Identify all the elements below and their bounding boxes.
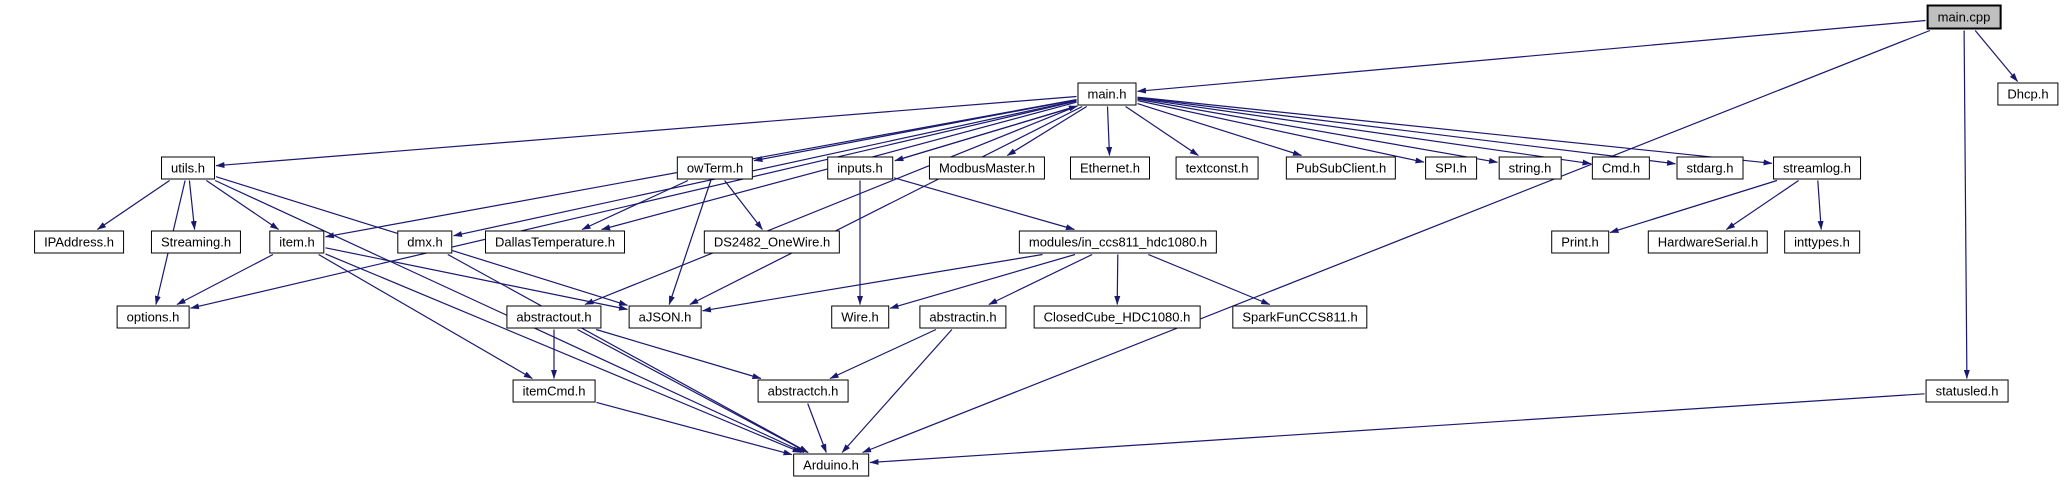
edge-main_h-to-string_h [1137, 98, 1498, 164]
node-cmd-h[interactable]: Cmd.h [1591, 156, 1651, 180]
edge-main_h-to-dmx_h [453, 100, 1077, 237]
edge-main_h-to-modbusmaster_h [1006, 105, 1088, 157]
node-print-h[interactable]: Print.h [1551, 230, 1609, 254]
edge-main_h-to-ajson_h [689, 105, 1083, 306]
edge-abstractout_h-to-abstractch_h [595, 328, 762, 380]
node-pubsubclient-h[interactable]: PubSubClient.h [1285, 156, 1397, 180]
edge-modules_in_ccs811_hdc1080_h-to-closedcube_hdc1080_h [1114, 254, 1121, 305]
edge-utils_h-to-streaming_h [188, 180, 197, 230]
node-modbusmaster-h[interactable]: ModbusMaster.h [928, 156, 1046, 180]
edge-abstractout_h-to-arduino_h [577, 328, 809, 454]
edge-item_h-to-arduino_h [325, 253, 802, 454]
edge-modules_in_ccs811_hdc1080_h-to-wire_h [889, 253, 1076, 309]
edge-streamlog_h-to-hardwareserial_h [1725, 180, 1799, 230]
edge-main_h-to-utils_h [215, 95, 1077, 169]
node-textconst-h[interactable]: textconst.h [1175, 156, 1259, 180]
edge-item_h-to-options_h [176, 253, 274, 306]
node-wire-h[interactable]: Wire.h [831, 305, 889, 329]
node-options-h[interactable]: options.h [116, 305, 190, 329]
node-arduino-h[interactable]: Arduino.h [793, 453, 869, 477]
edge-main_h-to-textconst_h [1125, 106, 1199, 156]
edge-main_h-to-cmd_h [1137, 97, 1592, 166]
edge-modules_in_ccs811_hdc1080_h-to-abstractin_h [988, 253, 1093, 306]
edge-streamlog_h-to-print_h [1609, 179, 1778, 234]
node-main-h[interactable]: main.h [1077, 82, 1137, 106]
edge-inputs_h-to-modules_in_ccs811_hdc1080_h [893, 177, 1075, 231]
node-hardwareserial-h[interactable]: HardwareSerial.h [1647, 230, 1769, 254]
edge-modules_in_ccs811_hdc1080_h-to-sparkfunccs811_h [1148, 253, 1271, 306]
edge-owterm_h-to-dallastemperature_h [581, 179, 689, 231]
edge-itemcmd_h-to-arduino_h [596, 401, 793, 456]
node-inttypes-h[interactable]: inttypes.h [1784, 230, 1860, 254]
edge-main_cpp-to-dhcp_h [1974, 30, 2019, 82]
node-main-cpp[interactable]: main.cpp [1926, 4, 2002, 30]
edge-abstractin_h-to-arduino_h [841, 329, 953, 453]
node-itemcmd-h[interactable]: itemCmd.h [512, 379, 596, 403]
edge-main_h-to-abstractout_h [584, 105, 1077, 306]
node-abstractin-h[interactable]: abstractin.h [919, 305, 1007, 329]
node-item-h[interactable]: item.h [269, 230, 325, 254]
edge-modules_in_ccs811_hdc1080_h-to-ajson_h [702, 253, 1043, 313]
edge-main_h-to-spi_h [1137, 100, 1425, 164]
edge-streamlog_h-to-inttypes_h [1817, 180, 1824, 230]
node-ds2482-onewire-h[interactable]: DS2482_OneWire.h [703, 230, 841, 254]
node-string-h[interactable]: string.h [1498, 156, 1562, 180]
node-streamlog-h[interactable]: streamlog.h [1773, 156, 1861, 180]
node-stdarg-h[interactable]: stdarg.h [1676, 156, 1744, 180]
node-closedcube-hdc1080-h[interactable]: ClosedCube_HDC1080.h [1033, 305, 1201, 329]
node-statusled-h[interactable]: statusled.h [1925, 379, 2009, 403]
edge-main_cpp-to-arduino_h [862, 29, 1931, 454]
edge-owterm_h-to-ajson_h [668, 180, 712, 305]
node-utils-h[interactable]: utils.h [161, 156, 215, 180]
edge-main_h-to-streamlog_h [1137, 96, 1773, 166]
edge-item_h-to-itemcmd_h [318, 253, 533, 380]
node-abstractch-h[interactable]: abstractch.h [757, 379, 849, 403]
node-ipaddress-h[interactable]: IPAddress.h [34, 230, 124, 254]
edge-utils_h-to-ipaddress_h [96, 180, 170, 230]
node-ajson-h[interactable]: aJSON.h [628, 305, 702, 329]
edge-abstractin_h-to-abstractch_h [829, 328, 937, 380]
edge-main_h-to-pubsubclient_h [1137, 103, 1302, 157]
edge-main_h-to-stdarg_h [1137, 97, 1676, 166]
node-sparkfunccs811-h[interactable]: SparkFunCCS811.h [1232, 305, 1368, 329]
edge-statusled_h-to-arduino_h [869, 393, 1925, 465]
node-dmx-h[interactable]: dmx.h [397, 230, 453, 254]
node-spi-h[interactable]: SPI.h [1425, 156, 1477, 180]
edge-utils_h-to-item_h [206, 180, 280, 230]
edge-dmx_h-to-arduino_h [447, 253, 809, 454]
edge-owterm_h-to-ds2482_onewire_h [724, 180, 763, 230]
node-modules-in-ccs811-hdc1080-h[interactable]: modules/in_ccs811_hdc1080.h [1018, 230, 1218, 254]
edge-main_h-to-ethernet_h [1106, 106, 1113, 156]
node-ethernet-h[interactable]: Ethernet.h [1070, 156, 1150, 180]
node-owterm-h[interactable]: owTerm.h [676, 156, 754, 180]
node-abstractout-h[interactable]: abstractout.h [506, 305, 602, 329]
edge-item_h-to-ajson_h [325, 247, 628, 311]
edge-abstractch_h-to-arduino_h [807, 403, 827, 453]
edge-main_cpp-to-main_h [1137, 19, 1926, 94]
edge-main_cpp-to-statusled_h [1963, 30, 1970, 379]
edge-inputs_h-to-main_h [894, 105, 1078, 162]
node-inputs-h[interactable]: inputs.h [827, 156, 893, 180]
node-dallastemperature-h[interactable]: DallasTemperature.h [485, 230, 625, 254]
node-dhcp-h[interactable]: Dhcp.h [1997, 82, 2059, 106]
edge-main_h-to-options_h [190, 100, 1077, 310]
node-streaming-h[interactable]: Streaming.h [150, 230, 242, 254]
